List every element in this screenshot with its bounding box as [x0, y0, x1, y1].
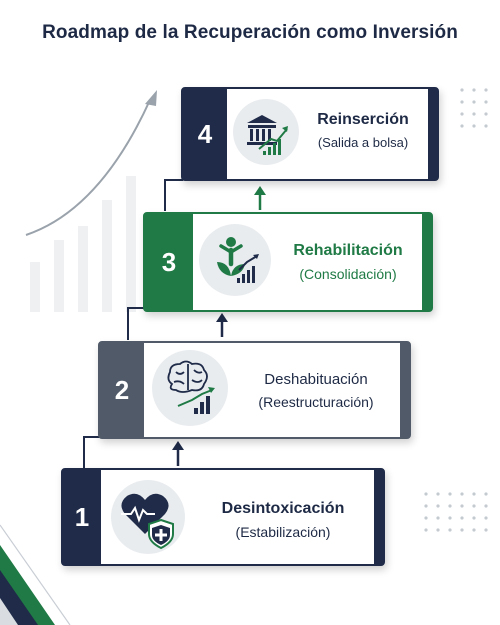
step-label: Rehabilitación (Consolidación) — [275, 242, 421, 282]
step-subtitle: (Estabilización) — [235, 524, 331, 540]
step-end-bar — [422, 214, 431, 310]
step-subtitle: (Salida a bolsa) — [317, 135, 409, 150]
step-number-badge: 3 — [145, 214, 193, 310]
step-number: 2 — [114, 374, 130, 405]
step-subtitle: (Reestructuración) — [258, 394, 374, 410]
step-1: 1 Desintoxicación (Estabilización) — [61, 468, 385, 566]
step-number: 3 — [161, 246, 177, 277]
step-number-badge: 1 — [63, 470, 101, 564]
step-name: Deshabituación — [264, 371, 368, 388]
step-label: Deshabituación (Reestructuración) — [234, 371, 398, 410]
step-name: Reinserción — [317, 111, 409, 128]
step-number: 1 — [74, 501, 90, 532]
brain-chart-icon — [152, 350, 228, 426]
step-label: Desintoxicación (Estabilización) — [193, 500, 373, 540]
person-plant-chart-icon — [199, 224, 271, 296]
step-end-bar — [400, 343, 409, 437]
bank-chart-icon — [233, 99, 299, 165]
step-end-bar — [374, 470, 383, 564]
step-4: 4 — [181, 87, 439, 181]
step-name: Rehabilitación — [293, 242, 403, 259]
heart-shield-icon — [111, 480, 185, 554]
step-number-badge: 2 — [100, 343, 144, 437]
page-title: Roadmap de la Recuperación como Inversió… — [42, 22, 458, 43]
step-subtitle: (Consolidación) — [299, 266, 397, 282]
step-end-bar — [428, 89, 437, 179]
step-2: 2 — [98, 341, 411, 439]
step-number-badge: 4 — [183, 89, 227, 179]
step-number: 4 — [197, 118, 213, 149]
step-3: 3 Rehabilitaci — [143, 212, 433, 312]
step-name: Desintoxicación — [221, 500, 345, 517]
step-label: Reinserción (Salida a bolsa) — [301, 111, 425, 150]
